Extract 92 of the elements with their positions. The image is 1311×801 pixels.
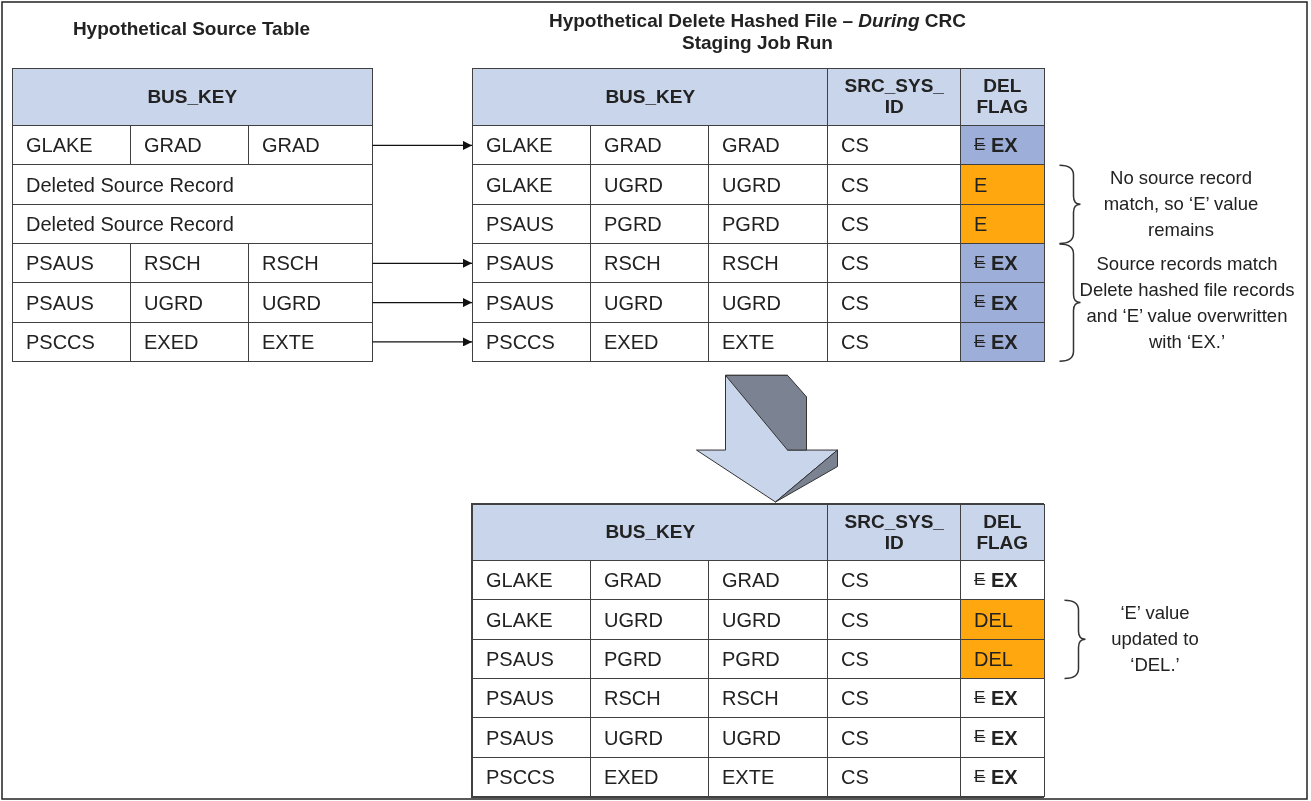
table-cell: EXED <box>590 756 710 798</box>
header-cell: SRC_SYS_ ID <box>827 68 962 127</box>
header-cell: BUS_KEY <box>12 68 373 127</box>
header-cell: DEL FLAG <box>960 504 1045 562</box>
table-cell: UGRD <box>708 717 829 758</box>
table-row <box>472 560 1045 601</box>
table-row <box>12 321 373 363</box>
table-cell: CS <box>827 125 962 166</box>
table-cell: UGRD <box>590 599 710 641</box>
table-cell: CS <box>827 164 962 206</box>
flag-cell: E EX <box>960 677 1045 719</box>
table-cell: EXED <box>130 321 250 363</box>
flag-cell: E EX <box>960 125 1045 166</box>
arrow <box>371 337 473 347</box>
table-row <box>472 164 1045 206</box>
table-row <box>472 321 1045 363</box>
table-row <box>12 242 373 284</box>
table-cell: CS <box>827 282 962 323</box>
table-cell: UGRD <box>708 599 829 641</box>
table-cell: CS <box>827 321 962 363</box>
table-cell: GLAKE <box>472 560 592 601</box>
table-cell: UGRD <box>590 717 710 758</box>
flag-cell: E EX <box>960 560 1045 601</box>
table-row <box>12 125 373 166</box>
table-cell: GLAKE <box>472 599 592 641</box>
table-cell: EXTE <box>248 321 373 363</box>
block-arrow <box>696 374 838 503</box>
table-cell: GLAKE <box>472 164 592 206</box>
data-table <box>472 504 1043 798</box>
flag-cell: E EX <box>960 756 1045 798</box>
table-row <box>472 717 1045 758</box>
table-cell: UGRD <box>708 164 829 206</box>
flag-cell: E <box>960 164 1045 206</box>
table-cell: RSCH <box>248 242 373 284</box>
annotation-text: Source records match Delete hashed file records and ‘E’ value overwritten with ‘EX.’ <box>1078 251 1296 354</box>
table-cell: GRAD <box>708 560 829 601</box>
table-cell: UGRD <box>590 282 710 323</box>
table-cell: PSAUS <box>12 282 132 323</box>
table-cell: PSAUS <box>472 717 592 758</box>
table-heading: Hypothetical Delete Hashed File – During CRC Staging Job Run <box>547 10 967 54</box>
table-cell: GRAD <box>590 560 710 601</box>
table-cell: GLAKE <box>12 125 132 166</box>
table-cell: CS <box>827 756 962 798</box>
table-cell: GRAD <box>708 125 829 166</box>
table-row <box>472 638 1045 680</box>
table-cell: EXTE <box>708 756 829 798</box>
flag-cell: DEL <box>960 638 1045 680</box>
table-cell: GRAD <box>590 125 710 166</box>
table-cell: UGRD <box>590 164 710 206</box>
table-cell: CS <box>827 717 962 758</box>
table-row <box>472 125 1045 166</box>
header-cell: DEL FLAG <box>960 68 1045 127</box>
table-row <box>12 282 373 323</box>
flag-cell: E EX <box>960 282 1045 323</box>
table-cell: PSCCS <box>12 321 132 363</box>
table-cell: UGRD <box>130 282 250 323</box>
table-row <box>472 242 1045 284</box>
table-row <box>472 756 1045 798</box>
header-cell: BUS_KEY <box>472 504 829 562</box>
header-row <box>472 68 1045 127</box>
arrow <box>371 298 473 308</box>
table-heading: Hypothetical Source Table <box>71 18 312 40</box>
flag-cell: E EX <box>960 321 1045 363</box>
table-cell: PSCCS <box>472 756 592 798</box>
table-cell: PSCCS <box>472 321 592 363</box>
table-row <box>472 599 1045 641</box>
table-cell: CS <box>827 560 962 601</box>
header-cell: BUS_KEY <box>472 68 829 127</box>
arrow <box>371 258 473 268</box>
flag-cell: E <box>960 203 1045 245</box>
header-row <box>472 504 1045 562</box>
table-row <box>472 282 1045 323</box>
table-cell: PSAUS <box>472 282 592 323</box>
table-cell: EXTE <box>708 321 829 363</box>
arrow <box>371 140 473 150</box>
table-cell: Deleted Source Record <box>12 164 373 206</box>
header-cell: SRC_SYS_ ID <box>827 504 962 562</box>
table-row <box>472 677 1045 719</box>
annotation-text: No source record match, so ‘E’ value remains <box>1102 166 1260 243</box>
table-cell: CS <box>827 599 962 641</box>
table-row <box>472 203 1045 245</box>
flag-cell: DEL <box>960 599 1045 641</box>
table-cell: GLAKE <box>472 125 592 166</box>
table-cell: GRAD <box>248 125 373 166</box>
table-cell: UGRD <box>708 282 829 323</box>
flag-cell: E EX <box>960 717 1045 758</box>
table-cell: UGRD <box>248 282 373 323</box>
table-cell: GRAD <box>130 125 250 166</box>
flag-cell: E EX <box>960 242 1045 284</box>
table-cell: EXED <box>590 321 710 363</box>
table-cell: Deleted Source Record <box>12 203 373 245</box>
annotation-text: ‘E’ value updated to ‘DEL.’ <box>1110 601 1200 678</box>
